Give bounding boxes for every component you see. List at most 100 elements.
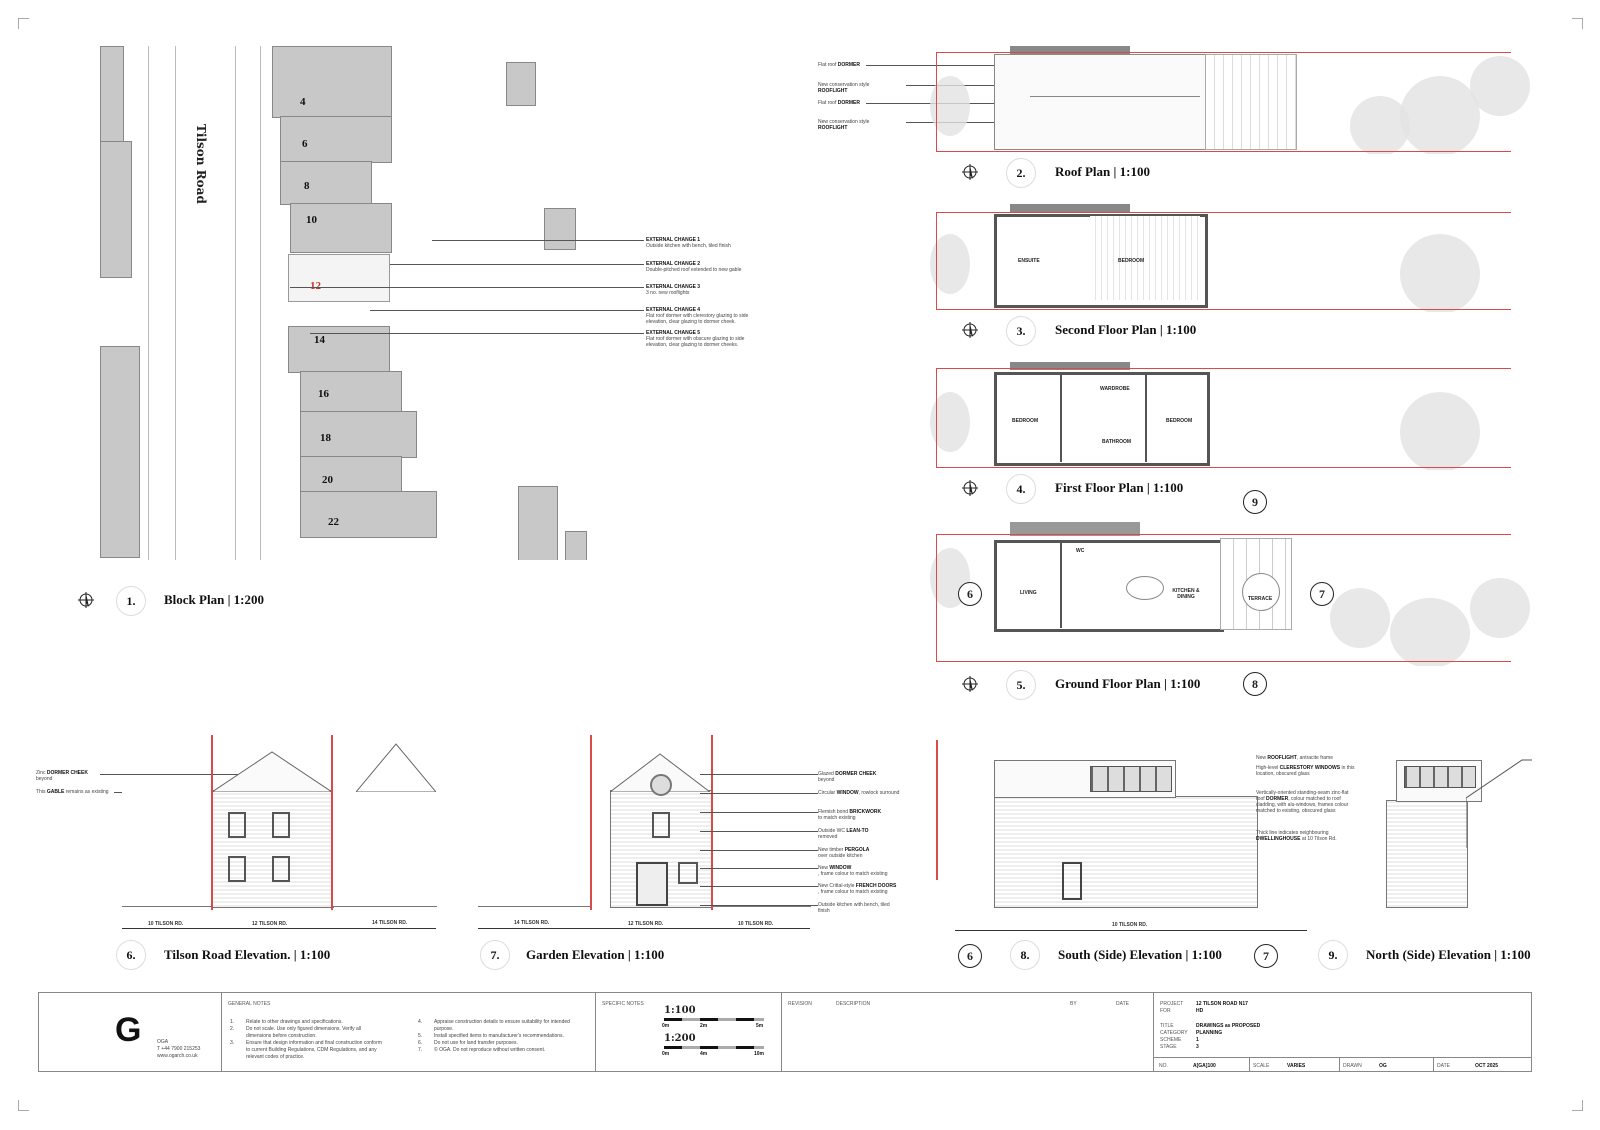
elevation-note: New WINDOW, frame colour to match existi… [818,865,888,877]
drawing-title: South (Side) Elevation | 1:100 [1058,947,1222,962]
window [228,856,246,882]
gable-roof [356,743,436,792]
project-info: PROJECT 12 TILSON ROAD N17 FOR HD TITLE … [1153,993,1532,1071]
clerestory-windows [1090,766,1172,792]
section-marker-7[interactable]: 7 [1310,582,1334,606]
company-phone: T +44 7900 215253 [157,1046,201,1052]
house-number: 14 [314,334,325,346]
north-arrow-icon [962,164,978,180]
house-number: 20 [322,474,333,486]
house-6 [280,116,392,163]
scale-bar-1 [664,1018,764,1021]
room-label: WARDROBE [1100,386,1130,392]
section-marker-9[interactable]: 9 [1243,490,1267,514]
site-boundary [936,534,1511,662]
first-floor-plan [930,362,1530,470]
room-label: BEDROOM [1012,418,1039,424]
boundary-line [711,735,713,910]
leader-line [700,793,818,794]
section-marker-8[interactable]: 8 [1243,672,1267,696]
leader-line [700,886,818,887]
dimension-label: 14 TILSON RD. [514,920,550,926]
leader-line [866,103,1100,104]
neighbour-block [100,46,124,143]
house-20 [300,456,402,493]
scale-2-label: 1:200 [664,1033,696,1044]
first-floor-walls [994,372,1210,466]
drawing-title: Tilson Road Elevation. | 1:100 [164,947,331,962]
ground-floor-plan [930,518,1530,666]
road [235,46,236,560]
elevation-note: Zinc DORMER CHEEK beyond [36,770,88,782]
elevation-note: Vertically-oriented standing-seam zinc-f… [1256,790,1349,814]
drawing-number: 5. [1006,670,1036,700]
road [148,46,149,560]
circular-window [650,774,672,796]
general-notes: GENERAL NOTES 1. Relate to other drawing… [221,993,596,1071]
north-elevation-house [1386,800,1468,908]
title-block: G OGA T +44 7900 215253 www.ogarch.co.uk… [38,992,1532,1072]
boundary-line [590,735,592,910]
leader-line [370,310,644,311]
room-label: BATHROOM [1102,439,1132,445]
elevation-note: New Crittal-style FRENCH DOORS, frame co… [818,883,897,895]
drawing-number: 8. [1010,940,1040,970]
leader-line [700,868,818,869]
house-10-elevation [712,790,811,907]
neighbour-block [100,141,132,278]
leader-line [700,905,818,906]
room-label: LIVING [1020,590,1037,596]
logo-icon: G [115,1011,142,1049]
elevation-note: Circular WINDOW, rowlock surround [818,790,900,796]
roof-plan [930,46,1530,154]
house-12 [288,254,390,302]
dimension-label: 10 TILSON RD. [1112,922,1148,928]
drawing-title: Ground Floor Plan | 1:100 [1055,676,1201,691]
dimension-label: 14 TILSON RD. [372,920,408,926]
drawing-number: 3. [1006,316,1036,346]
block-plan: Tilson Road 4 6 8 10 12 14 16 18 20 22 [100,46,620,560]
dimension-line [122,928,436,929]
house-number: 16 [318,388,329,400]
window [272,812,290,838]
section-marker-7[interactable]: 7 [1254,944,1278,968]
room-label: KITCHEN & DINING [1172,588,1200,600]
section-marker-6[interactable]: 6 [958,944,982,968]
road [175,46,176,560]
house-14-elevation [478,790,591,907]
house-22 [300,491,437,538]
drawing-number: 2. [1006,158,1036,188]
drawing-number: 6. [116,940,146,970]
section-marker-6[interactable]: 6 [958,582,982,606]
south-elevation-house [994,796,1258,908]
room-label: WC [1076,548,1085,554]
elevation-note: Glazed DORMER CHEEK beyond [818,771,877,783]
title-block-footer: NO. A[GA]100 SCALE VARIES DRAWN OG DATE … [1153,1057,1531,1072]
second-floor-plan [930,204,1530,312]
crop-mark [18,1100,29,1111]
drawing-number: 4. [1006,474,1036,504]
house-number: 22 [328,516,339,528]
leader-line [310,333,644,334]
boundary-line [211,735,213,910]
room-label: TERRACE [1248,596,1273,602]
clerestory-windows [1404,766,1476,788]
house-14-elevation [332,790,437,907]
house-number: 12 [310,280,321,292]
leader-line [432,240,644,241]
gable-roof [212,751,332,792]
company-web[interactable]: www.ogarch.co.uk [157,1053,198,1059]
house-8 [280,161,372,205]
boundary-line [331,735,333,910]
leader-line [390,264,644,265]
company-name: OGA [157,1039,169,1045]
house-number: 8 [304,180,310,192]
dimension-label: 12 TILSON RD. [252,921,288,927]
elevation-note: Outside WC LEAN-TO removed [818,828,869,840]
crop-mark [1572,18,1583,29]
room-label: BEDROOM [1166,418,1193,424]
roof-note: Flat roof DORMER [818,62,860,68]
window [272,856,290,882]
